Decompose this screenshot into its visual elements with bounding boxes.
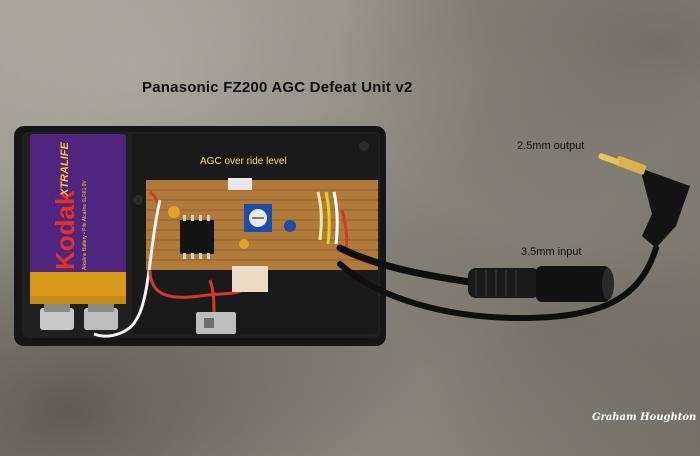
cables	[336, 244, 659, 322]
slide-switch	[196, 312, 236, 334]
battery-line: XTRALIFE	[59, 142, 71, 197]
jack-socket-3-5mm	[468, 266, 614, 302]
stripboard	[146, 178, 378, 270]
input-label: 3.5mm input	[521, 246, 582, 258]
output-label: 2.5mm output	[517, 140, 585, 152]
battery-brand: Kodak	[50, 190, 80, 270]
battery-subtext: Alkaline Battery • Pile Alcaline 6LR61 9…	[82, 179, 88, 270]
jack-plug-2-5mm	[598, 153, 690, 248]
wires	[93, 199, 268, 338]
battery: Kodak XTRALIFE Alkaline Battery • Pile A…	[30, 134, 126, 330]
photographer-credit: Graham Houghton	[592, 412, 697, 423]
agc-override-label: AGC over ride level	[200, 156, 287, 167]
photo-title: Panasonic FZ200 AGC Defeat Unit v2	[142, 79, 413, 96]
